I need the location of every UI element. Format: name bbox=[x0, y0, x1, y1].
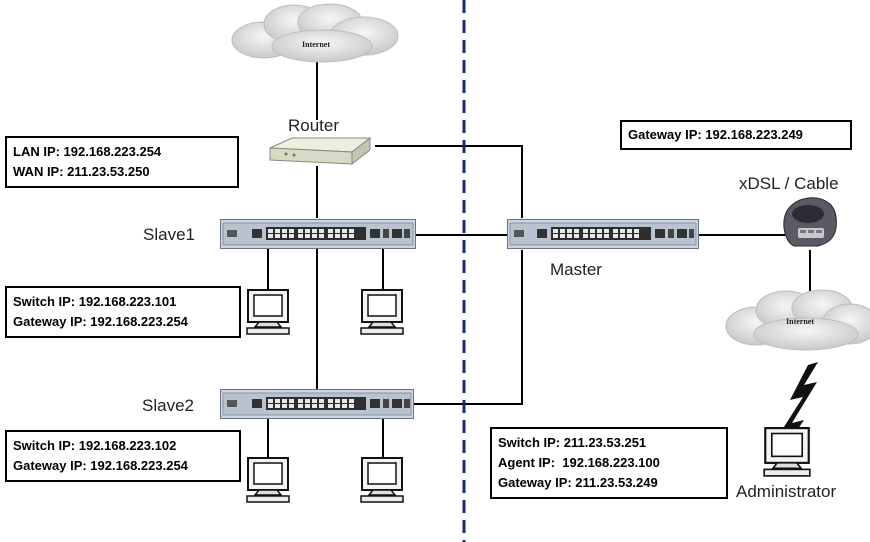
link-router-master bbox=[375, 145, 523, 218]
wan-ip-text: WAN IP: 211.23.53.250 bbox=[13, 164, 150, 179]
master-label: Master bbox=[550, 260, 602, 279]
gateway-ip-text: Gateway IP: 192.168.223.254 bbox=[13, 314, 188, 329]
slave1-info-box: Switch IP: 192.168.223.101 Gateway IP: 1… bbox=[5, 286, 241, 338]
computer-icon bbox=[246, 289, 290, 335]
internet-cloud-icon: Internet bbox=[231, 3, 399, 63]
administrator-computer-icon bbox=[763, 427, 811, 477]
cloud-label: Internet bbox=[786, 317, 814, 326]
slave2-switch-icon bbox=[220, 389, 414, 419]
gateway-ip-text: Gateway IP: 192.168.223.254 bbox=[13, 458, 188, 473]
internet-cloud-icon: Internet bbox=[725, 289, 870, 351]
administrator-label: Administrator bbox=[736, 482, 837, 501]
gateway-ip-text: Gateway IP: 211.23.53.249 bbox=[498, 475, 658, 490]
switch-ip-text: Switch IP: 211.23.53.251 bbox=[498, 435, 647, 450]
computer-icon bbox=[246, 457, 290, 503]
gateway-ip-text: Gateway IP: 192.168.223.249 bbox=[628, 127, 803, 142]
slave1-switch-icon bbox=[220, 219, 416, 249]
computer-icon bbox=[360, 457, 404, 503]
agent-ip-text: Agent IP: 192.168.223.100 bbox=[498, 455, 660, 470]
gateway-info-box: Gateway IP: 192.168.223.249 bbox=[620, 120, 852, 150]
link-master-slave2 bbox=[412, 250, 523, 405]
wireless-lightning-icon bbox=[776, 362, 818, 462]
computer-icon bbox=[360, 289, 404, 335]
master-info-box: Switch IP: 211.23.53.251 Agent IP: 192.1… bbox=[490, 427, 728, 499]
router-info-box: LAN IP: 192.168.223.254 WAN IP: 211.23.5… bbox=[5, 136, 239, 188]
lan-ip-text: LAN IP: 192.168.223.254 bbox=[13, 144, 162, 159]
master-switch-icon bbox=[507, 219, 699, 249]
switch-ip-text: Switch IP: 192.168.223.102 bbox=[13, 438, 177, 453]
slave2-label: Slave2 bbox=[142, 396, 194, 415]
router-icon bbox=[269, 136, 372, 166]
modem-icon bbox=[783, 197, 837, 247]
switch-ip-text: Switch IP: 192.168.223.101 bbox=[13, 294, 177, 309]
router-label: Router bbox=[288, 116, 340, 135]
modem-label: xDSL / Cable bbox=[739, 174, 839, 193]
slave1-label: Slave1 bbox=[143, 225, 195, 244]
cloud-label: Internet bbox=[302, 40, 330, 49]
slave2-info-box: Switch IP: 192.168.223.102 Gateway IP: 1… bbox=[5, 430, 241, 482]
